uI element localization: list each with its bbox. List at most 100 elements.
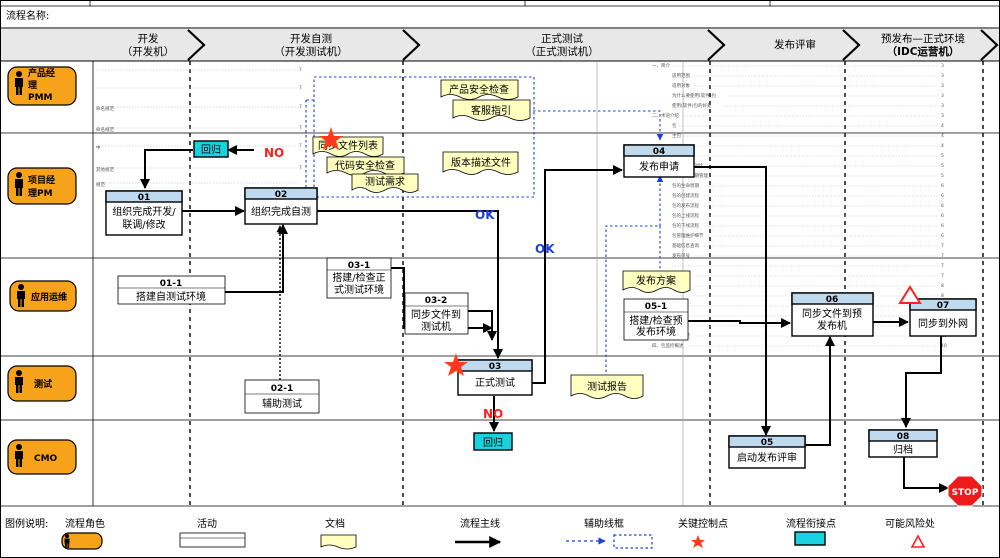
svg-text:02: 02 (275, 190, 288, 200)
role-pm: 项目经 理PM (7, 167, 77, 205)
activity-07: 07 同步到外网 (909, 298, 977, 337)
svg-text:04: 04 (653, 147, 666, 157)
outline-entry: 基础信息查询 (672, 242, 699, 249)
outline-entry: 四、包监控概述 (652, 342, 684, 349)
person-icon (15, 370, 23, 393)
doc-snippet-page-numbers: 7 7 7 7 7 7 (299, 67, 302, 171)
phase-chevrons (187, 29, 999, 61)
outline-entry: 包 (672, 122, 677, 129)
svg-text:7: 7 (299, 104, 302, 110)
activity-06: 06 同步文件到预 发布机 (791, 292, 874, 337)
outline-page-number: 6 (941, 193, 944, 199)
outline-page-number: 10 (941, 343, 947, 349)
svg-text:版本描述文件: 版本描述文件 (451, 156, 511, 169)
svg-text:正式测试: 正式测试 (475, 376, 515, 389)
legend-role-swatch (61, 532, 103, 550)
svg-text:搭建/检查预: 搭建/检查预 (629, 314, 682, 327)
outline-page-number: 4 (941, 143, 944, 149)
doc-test-report: 测试报告 (570, 374, 644, 399)
svg-text:06: 06 (826, 295, 839, 305)
person-icon (15, 71, 23, 95)
connector-return-1: 回归 (193, 140, 229, 158)
ok-label: OK (475, 208, 495, 222)
outline-entry: 使用(软件)包的好处 (672, 102, 712, 109)
outline-page-number: 3 (941, 63, 944, 69)
phase-formaltest-subtitle: （正式测试机） (525, 45, 599, 58)
doc-product-security-check: 产品安全检查 (440, 79, 519, 100)
svg-text:式测试环境: 式测试环境 (334, 283, 384, 296)
svg-text:产品安全检查: 产品安全检查 (449, 83, 509, 96)
activity-03-1: 03-1 搭建/检查正 式测试环境 (326, 257, 392, 299)
svg-text:归档: 归档 (893, 443, 913, 456)
outline-entry: 适用范围 (672, 72, 690, 79)
outline-page-number: 4 (941, 133, 944, 139)
phase-formaltest-title: 正式测试 (541, 32, 583, 45)
outline-page-number: 8 (941, 293, 944, 299)
activity-02-1: 02-1 辅助测试 (244, 379, 320, 414)
doc-version-description: 版本描述文件 (442, 151, 519, 175)
legend-activity-swatch (179, 532, 246, 548)
outline-entry: 一、简介 (652, 62, 670, 69)
legend-connector-swatch (794, 531, 826, 546)
role-tester: 测试 (7, 365, 77, 402)
outline-page-number: 6 (941, 233, 944, 239)
svg-text:发布机: 发布机 (817, 319, 847, 332)
outline-entry: 包管理维护细节 (672, 232, 704, 239)
phase-dev-title: 开发 (138, 32, 159, 45)
svg-text:回归: 回归 (201, 143, 221, 156)
svg-text:05: 05 (761, 438, 774, 448)
key-control-star-icon (319, 127, 343, 150)
activity-08: 08 归档 (868, 429, 938, 458)
activity-01-1: 01-1 搭建自测试环境 (117, 275, 226, 305)
doc-code-security-check: 代码安全检查 (326, 156, 405, 176)
outline-entry: 包的下线流程 (672, 222, 699, 229)
legend-document-swatch (320, 534, 357, 550)
svg-text:搭建自测试环境: 搭建自测试环境 (136, 290, 206, 303)
person-icon (15, 172, 23, 196)
aux-dashed-link (518, 110, 664, 372)
svg-text:项目经: 项目经 (28, 174, 55, 186)
activity-02: 02 组织完成自测 (244, 187, 318, 225)
svg-text:7: 7 (299, 67, 302, 73)
svg-text:代码安全检查: 代码安全检查 (335, 159, 395, 172)
phase-header-band (1, 29, 999, 61)
legend-connector-label: 流程衔接点 (786, 517, 836, 530)
svg-text:回归: 回归 (483, 436, 503, 449)
outline-page-number: 4 (941, 123, 944, 129)
doc-snippet: 命名规范 (96, 126, 114, 133)
outline-page-number: 5 (941, 163, 944, 169)
outline-entry: 包的上线流程 (672, 212, 699, 219)
legend-document-label: 文档 (325, 517, 345, 530)
doc-snippet-lines (96, 69, 298, 184)
svg-text:应用运维: 应用运维 (31, 291, 67, 303)
svg-text:发布申请: 发布申请 (639, 160, 679, 173)
doc-snippet: 中 (96, 144, 101, 151)
outline-page-number: 6 (941, 213, 944, 219)
outline-page-number: 7 (941, 273, 944, 279)
svg-text:测试机: 测试机 (421, 320, 451, 333)
outline-page-number: 3 (941, 83, 944, 89)
outline-page-number: 3 (941, 113, 944, 119)
role-pmm: 产品经 理 PMM (7, 66, 77, 106)
ok-label: OK (535, 242, 555, 256)
svg-text:理PM: 理PM (28, 188, 53, 199)
outline-page-number: 8 (941, 283, 944, 289)
role-ops: 应用运维 (9, 280, 77, 312)
legend-risk-triangle-icon (910, 534, 926, 548)
svg-text:同步文件到预: 同步文件到预 (802, 307, 862, 320)
doc-snippet: 命名规范 (96, 105, 114, 112)
key-control-star-icon (444, 353, 468, 376)
outline-entry: 为什么要使用(软件)包 (672, 92, 717, 99)
legend-auxline-label: 辅助线框 (584, 517, 624, 530)
legend-mainline-label: 流程主线 (460, 517, 500, 530)
outline-entry: 包的生命周期 (672, 182, 699, 189)
process-name-label: 流程名称: (6, 9, 49, 22)
outline-page-number: 6 (941, 223, 944, 229)
outline-entry: 适用对象 (672, 82, 690, 89)
svg-text:01-1: 01-1 (160, 279, 183, 289)
svg-text:测试: 测试 (34, 378, 52, 390)
activity-05-1: 05-1 搭建/检查预 发布环境 (623, 298, 689, 341)
person-icon (64, 534, 70, 548)
outline-entry: 发布单号 (672, 252, 690, 259)
svg-text:组织完成自测: 组织完成自测 (251, 205, 311, 218)
